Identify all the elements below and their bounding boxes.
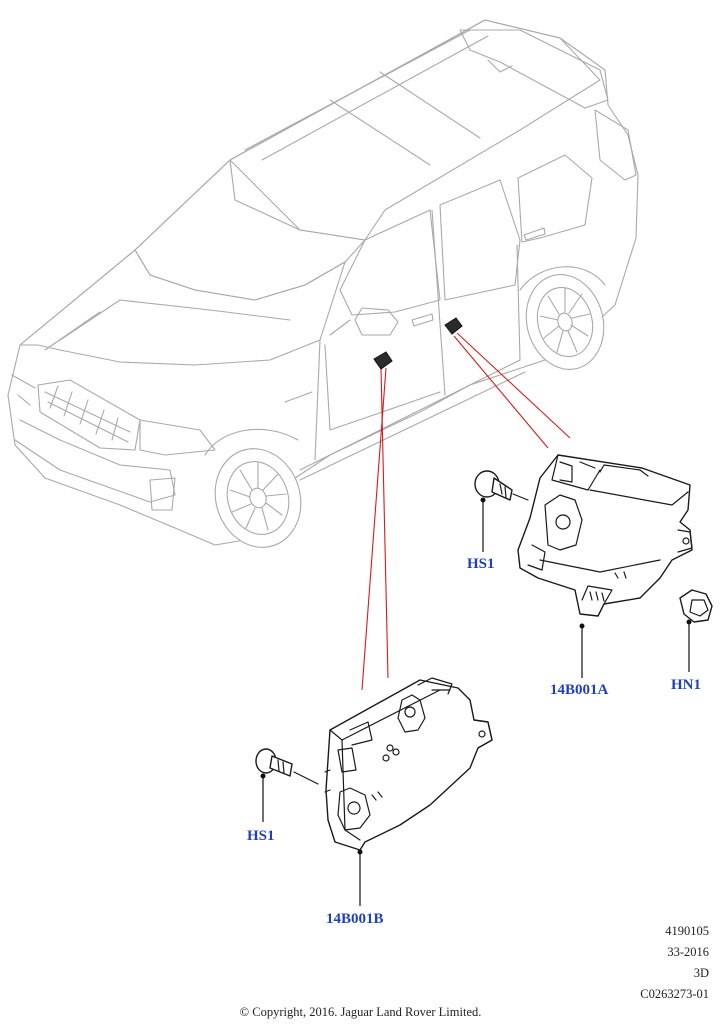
callout-hs1-upper[interactable]: HS1 bbox=[467, 556, 495, 572]
screw-hs1-upper-drawing bbox=[474, 470, 529, 501]
reference-code: 4190105 bbox=[665, 924, 709, 938]
leader-lines bbox=[361, 332, 571, 691]
callout-14b001a[interactable]: 14B001A bbox=[550, 682, 609, 698]
reference-illustration-id: C0263273-01 bbox=[640, 987, 709, 1001]
door-mount-clip-rear bbox=[444, 317, 463, 335]
module-14b001b-drawing bbox=[324, 677, 493, 851]
door-mount-clip-front bbox=[373, 351, 393, 370]
module-14b001a-drawing bbox=[517, 454, 693, 617]
reference-view: 3D bbox=[693, 966, 709, 980]
callout-14b001b[interactable]: 14B001B bbox=[326, 911, 384, 927]
copyright-notice: © Copyright, 2016. Jaguar Land Rover Lim… bbox=[239, 1005, 482, 1019]
nut-hn1-drawing bbox=[679, 589, 713, 623]
screw-hs1-lower-drawing bbox=[255, 748, 319, 785]
callout-hn1[interactable]: HN1 bbox=[671, 677, 701, 693]
callout-hs1-lower[interactable]: HS1 bbox=[247, 828, 275, 844]
callout-leaders bbox=[260, 497, 692, 906]
vehicle-illustration bbox=[7, 19, 639, 548]
reference-date: 33-2016 bbox=[667, 945, 709, 959]
